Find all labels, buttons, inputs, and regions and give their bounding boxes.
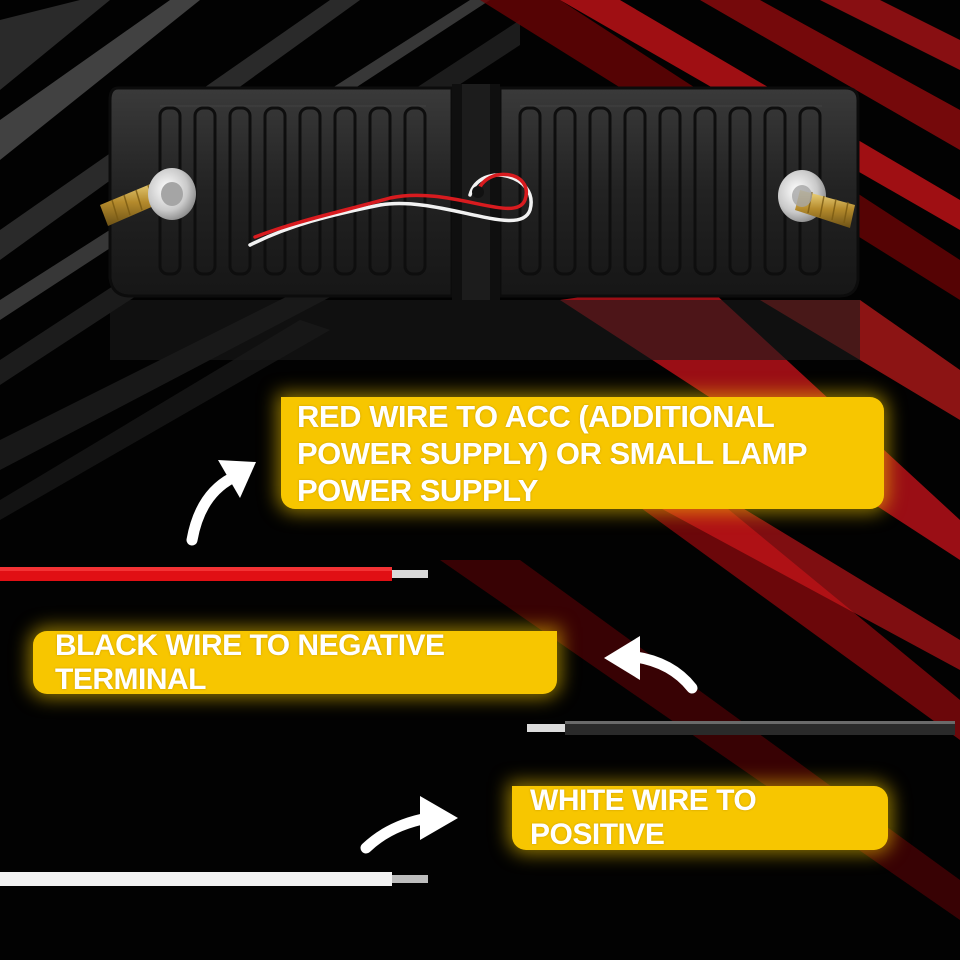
bolt-terminal-icon (778, 170, 855, 228)
lamp-ribs (158, 106, 822, 276)
red-wire-label: RED WIRE TO ACC (ADDITIONAL POWER SUPPLY… (281, 397, 884, 509)
black-wire-strip (527, 721, 955, 735)
rear-lamp-unit (100, 84, 860, 300)
white-wire-label: WHITE WIRE TO POSITIVE (512, 784, 888, 851)
curved-arrow-icon (604, 636, 698, 694)
lamp-reflection (110, 300, 860, 360)
curved-arrow-icon (360, 796, 458, 854)
lamp-wires (248, 172, 533, 247)
bolt-terminal-icon (100, 168, 196, 226)
black-wire-label: BLACK WIRE TO NEGATIVE TERMINAL (33, 628, 557, 696)
black-wire-label-text: BLACK WIRE TO NEGATIVE TERMINAL (55, 628, 445, 696)
curved-arrow-icon (186, 460, 256, 546)
white-wire-strip (0, 872, 428, 886)
red-wire-label-text: RED WIRE TO ACC (ADDITIONAL POWER SUPPLY… (297, 398, 807, 508)
white-wire-label-text: WHITE WIRE TO POSITIVE (530, 784, 757, 851)
red-wire-strip (0, 567, 428, 581)
